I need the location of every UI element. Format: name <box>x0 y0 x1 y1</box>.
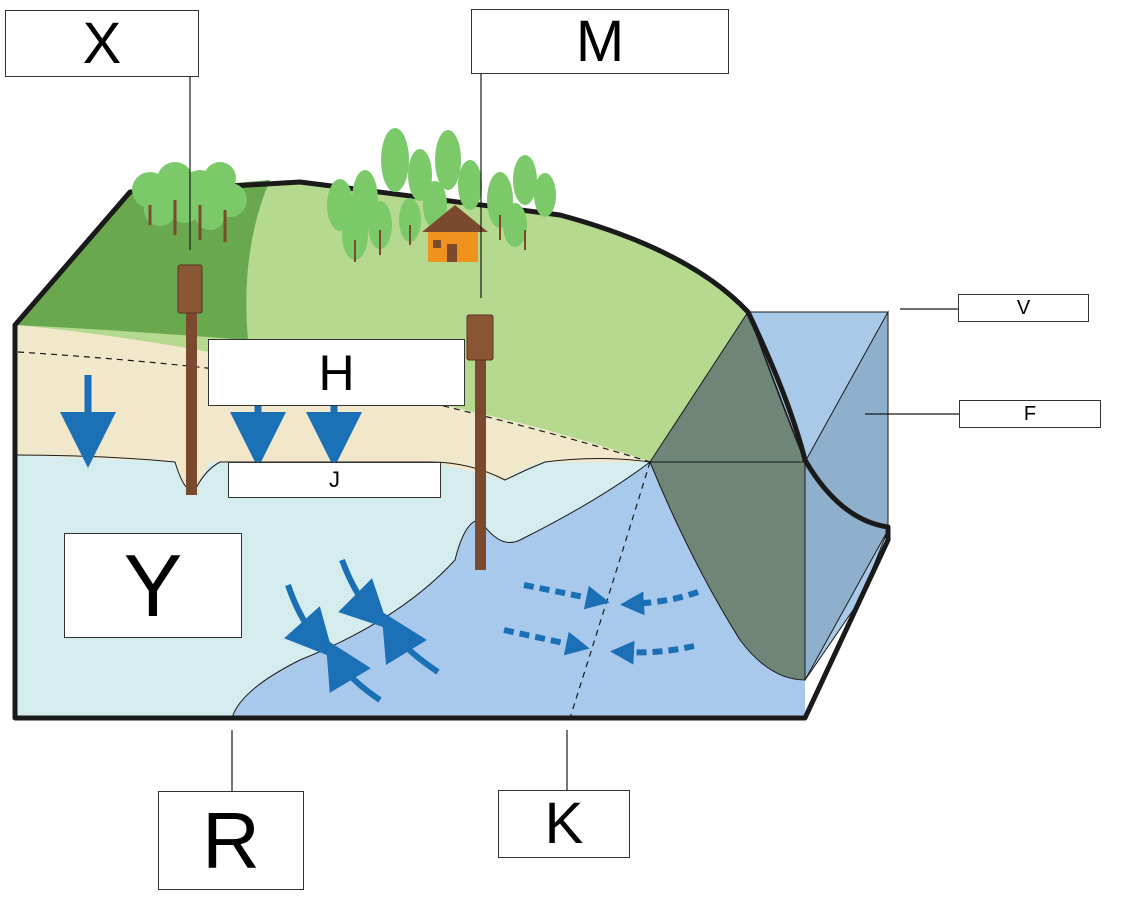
well-icon <box>177 264 203 495</box>
label-r: R <box>158 791 304 890</box>
block-outline <box>12 179 891 721</box>
flow-arrows-curved <box>284 558 440 703</box>
label-x: X <box>5 10 199 77</box>
label-j: J <box>228 462 441 498</box>
deciduous-tree-icon <box>132 162 247 242</box>
water-table-line <box>14 454 651 492</box>
flow-arrows-dashed <box>503 582 700 665</box>
stream-bank <box>649 310 806 681</box>
label-y: Y <box>64 533 242 638</box>
conifer-tree-icon <box>327 128 556 262</box>
leader-lines <box>189 74 959 791</box>
label-k: K <box>498 790 630 858</box>
label-f: F <box>959 400 1101 428</box>
house-icon <box>422 205 488 262</box>
infiltration-arrows <box>60 375 362 468</box>
dashed-boundary-k <box>569 461 651 719</box>
plume-boundary <box>231 461 651 719</box>
well-icon <box>466 314 494 570</box>
label-v: V <box>958 294 1089 322</box>
label-m: M <box>471 9 729 74</box>
label-h: H <box>208 339 465 406</box>
